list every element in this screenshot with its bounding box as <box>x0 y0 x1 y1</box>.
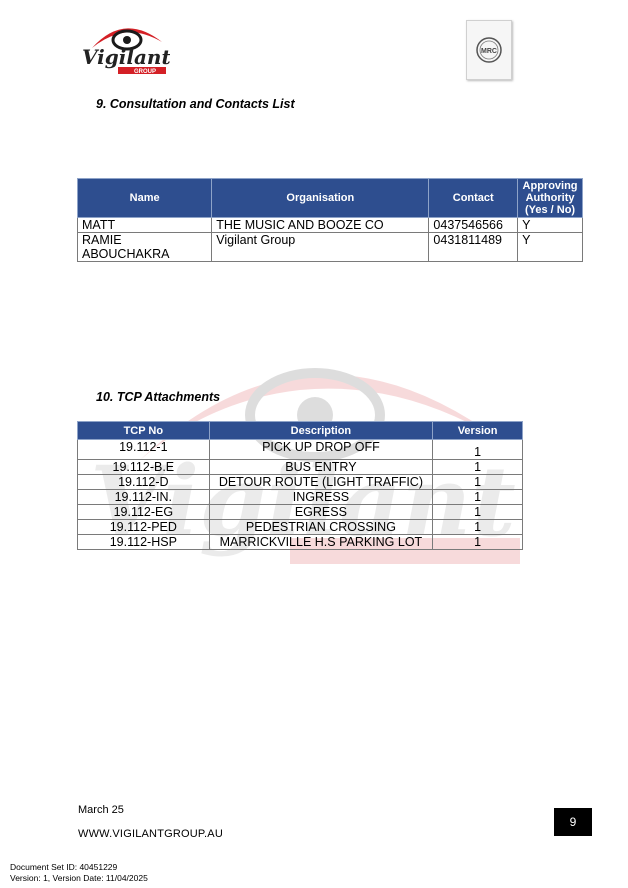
contacts-table: Name Organisation Contact Approving Auth… <box>76 178 583 262</box>
tcp-no: 19.112-EG <box>77 504 210 520</box>
footer-website: WWW.VIGILANTGROUP.AU <box>78 828 223 840</box>
doc-version: Version: 1, Version Date: 11/04/2025 <box>10 873 148 883</box>
tcp-version: 1 <box>432 439 523 460</box>
tcp-description: PICK UP DROP OFF <box>208 439 434 460</box>
footer-date: March 25 <box>78 804 124 816</box>
col-version: Version <box>432 421 523 440</box>
col-tcp-no: TCP No <box>77 421 210 440</box>
contact-name: MATT <box>76 217 213 233</box>
tcp-no: 19.112-D <box>77 474 210 490</box>
logo-sub: GROUP <box>134 69 156 75</box>
table-row: 19.112-D DETOUR ROUTE (LIGHT TRAFFIC) 1 <box>77 474 523 490</box>
contact-phone: 0437546566 <box>428 217 519 233</box>
table-row: 19.112-EG EGRESS 1 <box>77 504 523 520</box>
tcp-description: MARRICKVILLE H.S PARKING LOT <box>208 534 434 550</box>
col-approving-authority: Approving Authority (Yes / No) <box>517 178 583 218</box>
table-row: MATT THE MUSIC AND BOOZE CO 0437546566 Y <box>76 217 583 233</box>
contact-name: RAMIE ABOUCHAKRA <box>76 232 213 262</box>
contact-approve: Y <box>517 217 583 233</box>
table-row: 19.112-B.E BUS ENTRY 1 <box>77 459 523 475</box>
col-name: Name <box>76 178 213 218</box>
tcp-no: 19.112-HSP <box>77 534 210 550</box>
contact-approve: Y <box>517 232 583 262</box>
col-description: Description <box>208 421 434 440</box>
tcp-no: 19.112-IN. <box>77 489 210 505</box>
doc-set-id: Document Set ID: 40451229 <box>10 862 118 872</box>
contact-phone: 0431811489 <box>428 232 519 262</box>
tcp-version: 1 <box>432 489 523 505</box>
tcp-description: INGRESS <box>208 489 434 505</box>
table-row: 19.112-HSP MARRICKVILLE H.S PARKING LOT … <box>77 534 523 550</box>
col-organisation: Organisation <box>211 178 430 218</box>
vigilant-logo: Vigilant GROUP <box>82 28 170 75</box>
tcp-version: 1 <box>432 459 523 475</box>
table-row: 19.112-PED PEDESTRIAN CROSSING 1 <box>77 519 523 535</box>
tcp-description: EGRESS <box>208 504 434 520</box>
tcp-version: 1 <box>432 504 523 520</box>
mrc-seal: MRC <box>466 20 512 80</box>
tcp-no: 19.112-PED <box>77 519 210 535</box>
contacts-header-row: Name Organisation Contact Approving Auth… <box>76 178 583 218</box>
table-row: RAMIE ABOUCHAKRA Vigilant Group 04318114… <box>76 232 583 262</box>
tcp-version: 1 <box>432 519 523 535</box>
section-10-title: 10. TCP Attachments <box>96 390 221 404</box>
tcp-no: 19.112-1 <box>77 439 210 460</box>
tcp-no: 19.112-B.E <box>77 459 210 475</box>
tcp-description: BUS ENTRY <box>208 459 434 475</box>
tcp-attachments-table: TCP No Description Version 19.112-1 PICK… <box>77 421 523 550</box>
tcp-header-row: TCP No Description Version <box>77 421 523 440</box>
tcp-description: DETOUR ROUTE (LIGHT TRAFFIC) <box>208 474 434 490</box>
tcp-description: PEDESTRIAN CROSSING <box>208 519 434 535</box>
contact-org: Vigilant Group <box>211 232 430 262</box>
page-number: 9 <box>554 808 592 836</box>
logo-text: Vigilant <box>82 45 170 69</box>
col-contact: Contact <box>428 178 519 218</box>
tcp-version: 1 <box>432 534 523 550</box>
table-row: 19.112-1 PICK UP DROP OFF 1 <box>77 439 523 460</box>
table-row: 19.112-IN. INGRESS 1 <box>77 489 523 505</box>
contact-org: THE MUSIC AND BOOZE CO <box>211 217 430 233</box>
document-info: Document Set ID: 40451229 Version: 1, Ve… <box>10 862 148 884</box>
seal-text: MRC <box>481 48 497 55</box>
section-9-title: 9. Consultation and Contacts List <box>96 97 295 111</box>
tcp-version: 1 <box>432 474 523 490</box>
